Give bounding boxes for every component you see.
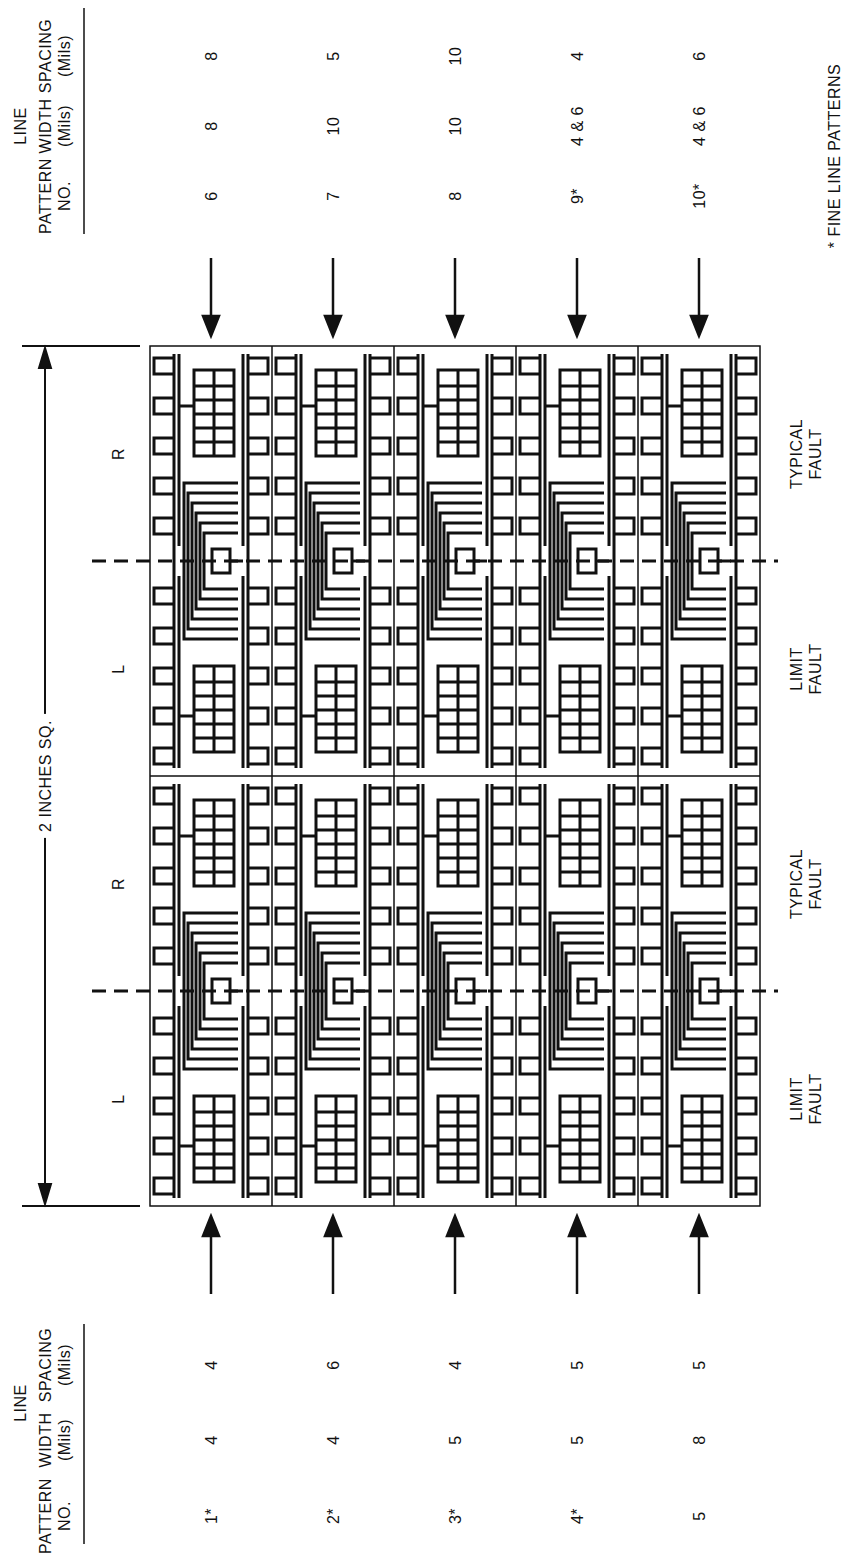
pointer-arrows <box>203 258 707 1294</box>
table-cell: 8 <box>202 51 221 60</box>
table-cell: 5 <box>690 1360 709 1369</box>
arrowhead <box>39 1184 51 1204</box>
table-cell: 4 <box>202 1435 221 1444</box>
table-cell: 5 <box>446 1435 465 1444</box>
pattern-grid <box>150 346 760 1206</box>
side-label: R <box>109 878 128 890</box>
table-cell: 6 <box>324 1360 343 1369</box>
column-header: WIDTH (Mils) <box>36 1400 74 1480</box>
table-cell: 4 & 6 <box>690 106 709 146</box>
column-group-header: LINE <box>11 1384 30 1422</box>
pattern-number: 3* <box>446 1508 465 1524</box>
pattern-number: 1* <box>202 1508 221 1524</box>
tile-borders <box>150 346 760 1206</box>
pattern-number: 8 <box>446 191 465 200</box>
column-group-header: LINE <box>11 107 30 145</box>
arrow-shaft <box>211 1234 699 1294</box>
arrow-shaft <box>211 258 699 318</box>
pattern-number: 5 <box>690 1511 709 1520</box>
side-label: L <box>109 1094 128 1103</box>
column-header: SPACING (Mils) <box>36 1322 74 1408</box>
extension-line <box>22 346 140 1206</box>
dimension-label: 2 INCHES SQ. <box>36 714 55 838</box>
table-cell: 5 <box>324 51 343 60</box>
fault-label: LIMIT FAULT <box>787 1064 825 1134</box>
fault-label: LIMIT FAULT <box>787 634 825 704</box>
table-cell: 4 <box>568 51 587 60</box>
arrowhead <box>39 348 51 368</box>
pattern-number: 10* <box>690 183 709 209</box>
column-header: PATTERN NO. <box>36 1476 74 1556</box>
table-cell: 8 <box>202 121 221 130</box>
dashed-divider <box>92 561 778 991</box>
column-header: PATTERN NO. <box>36 156 74 236</box>
footnote: * FINE LINE PATTERNS <box>825 64 844 249</box>
table-cell: 4 & 6 <box>568 106 587 146</box>
table-rule <box>83 1324 85 1544</box>
table-cell: 4 <box>202 1360 221 1369</box>
pattern-number: 4* <box>568 1508 587 1524</box>
side-label: L <box>109 664 128 673</box>
pattern-number: 2* <box>324 1508 343 1524</box>
table-cell: 5 <box>568 1360 587 1369</box>
fault-label: TYPICAL FAULT <box>787 409 825 499</box>
table-cell: 10 <box>324 117 343 136</box>
side-label: R <box>109 448 128 460</box>
pattern-number: 6 <box>202 191 221 200</box>
table-cell: 5 <box>568 1435 587 1444</box>
table-cell: 6 <box>690 51 709 60</box>
pattern-number: 9* <box>568 188 587 204</box>
table-cell: 10 <box>446 47 465 66</box>
arrowhead <box>203 316 707 336</box>
table-cell: 10 <box>446 117 465 136</box>
fault-label: TYPICAL FAULT <box>787 839 825 929</box>
table-rule <box>83 8 85 234</box>
table-cell: 8 <box>690 1435 709 1444</box>
column-header: WIDTH (Mils) <box>36 86 74 166</box>
dimension-line <box>22 346 140 1206</box>
table-cell: 4 <box>446 1360 465 1369</box>
pattern-number: 7 <box>324 191 343 200</box>
arrowhead <box>203 1216 707 1236</box>
column-header: SPACING (Mils) <box>36 13 74 99</box>
table-cell: 4 <box>324 1435 343 1444</box>
